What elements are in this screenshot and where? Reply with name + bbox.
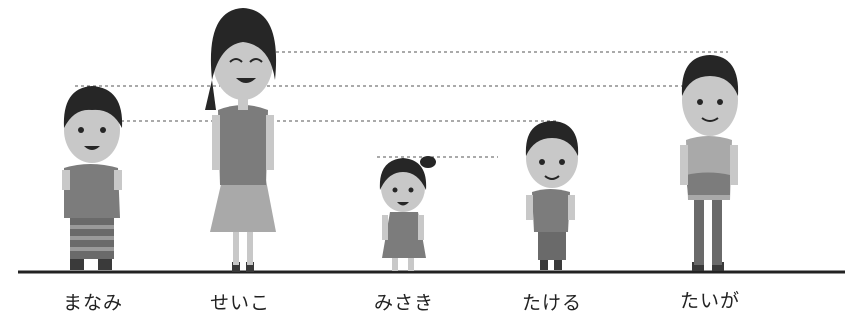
figure-manami — [62, 86, 123, 270]
figure-takeru — [525, 121, 579, 270]
name-label-manami: まなみ — [62, 292, 123, 314]
figure-misaki — [379, 156, 436, 271]
name-label-seiko: せいこ — [209, 292, 270, 314]
figure-taiga — [680, 55, 739, 271]
name-label-misaki: みさき — [373, 292, 434, 314]
height-guide-lines — [75, 51, 728, 158]
name-label-takeru: たける — [521, 292, 582, 314]
figure-seiko — [205, 8, 277, 272]
name-label-taiga: たいが — [679, 290, 740, 312]
